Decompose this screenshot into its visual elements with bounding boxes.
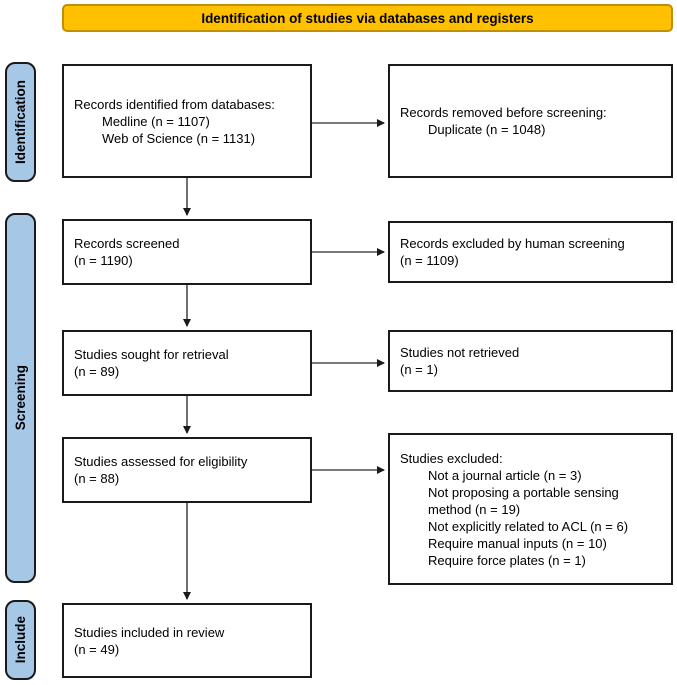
box-text: Studies included in review <box>74 624 225 640</box>
box-item: Not a journal article (n = 3) <box>428 467 582 483</box>
stage-label-include: Include <box>5 600 36 680</box>
box-count: (n = 88) <box>74 471 120 486</box>
box-count: (n = 49) <box>74 641 120 657</box>
box-item: Duplicate (n = 1048) <box>428 122 546 137</box>
box-studies-not-retrieved: Studies not retrieved (n = 1) <box>388 330 673 392</box>
box-count: (n = 89) <box>74 364 120 379</box>
stage-label-text: Identification <box>13 80 28 164</box>
box-text: Studies assessed for eligibility <box>74 454 248 469</box>
box-studies-sought: Studies sought for retrieval (n = 89) <box>62 330 312 396</box>
box-records-removed: Records removed before screening: Duplic… <box>388 64 673 178</box>
box-title: Studies excluded: <box>400 450 503 466</box>
stage-label-identification: Identification <box>5 62 36 182</box>
box-count: (n = 1) <box>400 362 438 377</box>
box-item: Not proposing a portable sensing method … <box>428 484 619 517</box>
box-count: (n = 1190) <box>74 253 133 268</box>
stage-label-screening: Screening <box>5 213 36 583</box>
box-studies-included: Studies included in review (n = 49) <box>62 603 312 678</box>
box-records-identified: Records identified from databases: Medli… <box>62 64 312 178</box>
box-text: Studies sought for retrieval <box>74 347 229 362</box>
stage-label-text: Screening <box>13 365 28 431</box>
box-title: Records identified from databases: <box>74 96 275 112</box>
box-item: Require force plates (n = 1) <box>428 552 586 568</box>
box-text: Records excluded by human screening <box>400 236 625 251</box>
diagram-title: Identification of studies via databases … <box>201 10 534 26</box>
box-item: Require manual inputs (n = 10) <box>428 535 607 551</box>
stage-label-text: Include <box>13 616 28 664</box>
diagram-title-banner: Identification of studies via databases … <box>62 4 673 32</box>
box-text: Records screened <box>74 236 180 251</box>
box-item: Medline (n = 1107) <box>102 113 210 129</box>
box-records-excluded-screening: Records excluded by human screening (n =… <box>388 221 673 283</box>
box-records-screened: Records screened (n = 1190) <box>62 219 312 285</box>
box-studies-assessed: Studies assessed for eligibility (n = 88… <box>62 437 312 503</box>
box-text: Studies not retrieved <box>400 345 520 360</box>
box-studies-excluded: Studies excluded: Not a journal article … <box>388 433 673 585</box>
box-title: Records removed before screening: <box>400 105 607 120</box>
box-item: Web of Science (n = 1131) <box>102 130 256 146</box>
box-count: (n = 1109) <box>400 253 459 268</box>
box-item: Not explicitly related to ACL (n = 6) <box>428 518 629 534</box>
